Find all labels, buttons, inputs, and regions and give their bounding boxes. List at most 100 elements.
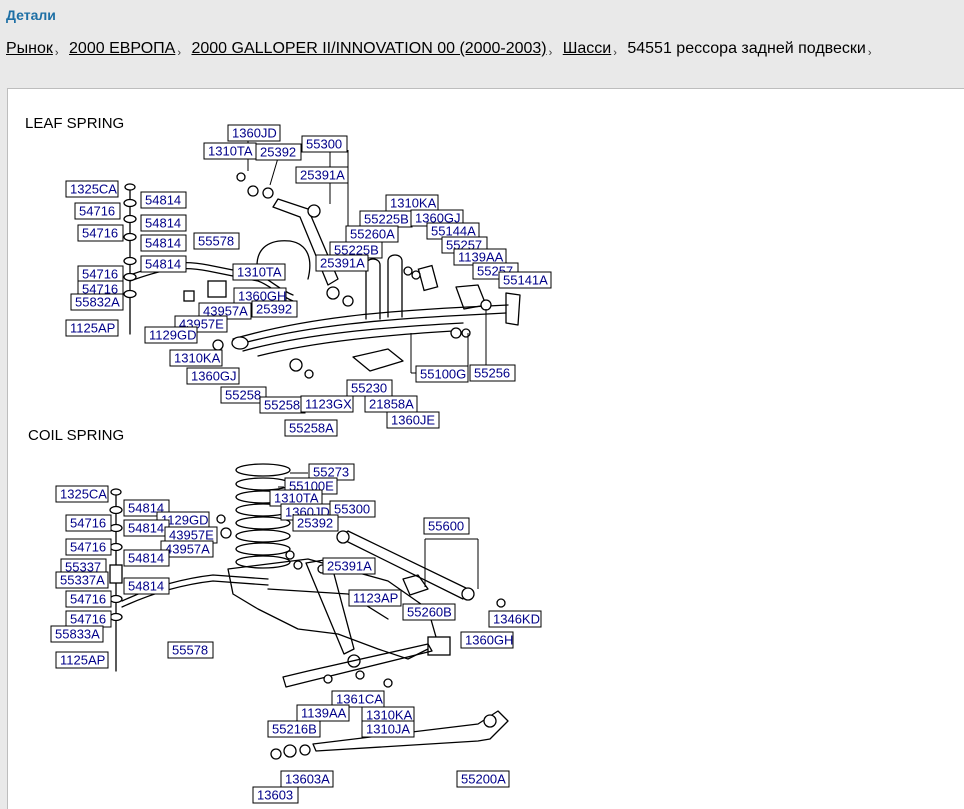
part-callout-1310ta[interactable]: 1310TA <box>232 263 286 281</box>
part-callout-55273[interactable]: 55273 <box>308 463 355 481</box>
part-callout-1310ja[interactable]: 1310JA <box>361 720 415 738</box>
part-callout-55141a[interactable]: 55141A <box>498 271 552 289</box>
part-callout-54814[interactable]: 54814 <box>123 519 170 537</box>
part-callout-box <box>123 577 170 595</box>
part-callout-54814[interactable]: 54814 <box>140 214 187 232</box>
part-callout-55258[interactable]: 55258 <box>259 396 306 414</box>
part-callout-box <box>227 124 281 142</box>
part-callout-43957a[interactable]: 43957A <box>160 540 214 558</box>
part-callout-1360jd[interactable]: 1360JD <box>227 124 281 142</box>
part-callout-box <box>329 500 376 518</box>
part-callout-box <box>456 770 510 788</box>
part-callout-code: 55578 <box>172 643 208 658</box>
part-callout-1139aa[interactable]: 1139AA <box>296 704 350 722</box>
part-callout-code: 1360GJ <box>191 369 237 384</box>
part-callout-55833a[interactable]: 55833A <box>50 625 104 643</box>
breadcrumb: Рынок› 2000 ЕВРОПА› 2000 GALLOPER II/INN… <box>6 40 877 59</box>
part-callout-1310ta[interactable]: 1310TA <box>269 489 323 507</box>
part-callout-55600[interactable]: 55600 <box>423 517 470 535</box>
part-callout-1360je[interactable]: 1360JE <box>386 411 440 429</box>
part-callout-54814[interactable]: 54814 <box>123 549 170 567</box>
breadcrumb-separator: › <box>867 47 872 59</box>
part-callout-25392[interactable]: 25392 <box>292 514 339 532</box>
part-callout-54716[interactable]: 54716 <box>65 538 112 556</box>
part-callout-54814[interactable]: 54814 <box>123 577 170 595</box>
part-callout-code: 55833A <box>55 627 100 642</box>
part-callout-54716[interactable]: 54716 <box>74 202 121 220</box>
part-callout-1310ka[interactable]: 1310KA <box>361 706 415 724</box>
part-callout-1129gd[interactable]: 1129GD <box>144 326 198 344</box>
part-callout-code: 1123AP <box>353 591 398 606</box>
part-callout-box <box>280 770 334 788</box>
part-callout-55300[interactable]: 55300 <box>329 500 376 518</box>
part-callout-code: 54814 <box>145 193 181 208</box>
part-callout-55337a[interactable]: 55337A <box>55 571 109 589</box>
part-callout-55216b[interactable]: 55216B <box>267 720 321 738</box>
part-callout-box <box>252 786 299 804</box>
part-callout-55337[interactable]: 55337 <box>60 558 107 576</box>
breadcrumb-current: 54551 рессора задней подвески <box>627 40 866 57</box>
part-callout-25392[interactable]: 25392 <box>251 300 298 318</box>
part-callout-55260a[interactable]: 55260A <box>345 225 399 243</box>
part-callout-55258[interactable]: 55258 <box>220 386 267 404</box>
part-callout-1123ap[interactable]: 1123AP <box>348 589 402 607</box>
part-callout-25391a[interactable]: 25391A <box>315 254 369 272</box>
part-callout-code: 54716 <box>70 540 106 555</box>
part-callout-box <box>65 319 119 337</box>
part-callout-21858a[interactable]: 21858A <box>364 395 418 413</box>
part-callout-13603a[interactable]: 13603A <box>280 770 334 788</box>
part-callout-1125ap[interactable]: 1125AP <box>55 651 109 669</box>
part-callout-1125ap[interactable]: 1125AP <box>65 319 119 337</box>
part-callout-54716[interactable]: 54716 <box>77 265 124 283</box>
part-callout-1346kd[interactable]: 1346KD <box>488 610 542 628</box>
part-callout-54716[interactable]: 54716 <box>77 280 124 298</box>
part-callout-54716[interactable]: 54716 <box>65 514 112 532</box>
part-callout-55260b[interactable]: 55260B <box>402 603 456 621</box>
part-callout-55578[interactable]: 55578 <box>167 641 214 659</box>
part-callout-1360gj[interactable]: 1360GJ <box>410 209 464 227</box>
part-callout-1360gh[interactable]: 1360GH <box>233 287 287 305</box>
part-callout-1310ta[interactable]: 1310TA <box>203 142 257 160</box>
part-callout-1325ca[interactable]: 1325CA <box>55 485 109 503</box>
part-callout-55144a[interactable]: 55144A <box>426 222 480 240</box>
part-callout-54814[interactable]: 54814 <box>140 191 187 209</box>
part-callout-55256[interactable]: 55256 <box>469 364 516 382</box>
part-callout-55225b[interactable]: 55225B <box>359 210 413 228</box>
part-callout-54716[interactable]: 54716 <box>65 590 112 608</box>
part-callout-55200a[interactable]: 55200A <box>456 770 510 788</box>
part-callout-55258a[interactable]: 55258A <box>284 419 338 437</box>
part-callout-code: 1129GD <box>149 328 196 343</box>
part-callout-25391a[interactable]: 25391A <box>295 166 349 184</box>
part-callout-54716[interactable]: 54716 <box>77 224 124 242</box>
part-callout-54716[interactable]: 54716 <box>65 610 112 628</box>
part-callout-box <box>74 202 121 220</box>
part-callout-code: 1325CA <box>60 487 107 502</box>
part-callout-55832a[interactable]: 55832A <box>70 293 124 311</box>
section-title-leaf-spring: LEAF SPRING <box>25 115 124 132</box>
part-callout-43957a[interactable]: 43957A <box>198 302 252 320</box>
part-callout-43957e[interactable]: 43957E <box>164 526 218 544</box>
part-callout-25392[interactable]: 25392 <box>255 143 302 161</box>
part-callout-1139aa[interactable]: 1139AA <box>453 248 507 266</box>
part-callout-1360gj[interactable]: 1360GJ <box>186 367 240 385</box>
part-callout-13603[interactable]: 13603 <box>252 786 299 804</box>
breadcrumb-link-region[interactable]: 2000 ЕВРОПА <box>69 40 176 57</box>
part-callout-1123gx[interactable]: 1123GX <box>300 395 354 413</box>
part-callout-box <box>55 485 109 503</box>
part-callout-54814[interactable]: 54814 <box>140 255 187 273</box>
part-callout-25391a[interactable]: 25391A <box>322 557 376 575</box>
part-callout-1325ca[interactable]: 1325CA <box>65 180 119 198</box>
breadcrumb-link-chassis[interactable]: Шасси <box>562 40 612 57</box>
part-callout-55230[interactable]: 55230 <box>346 379 393 397</box>
part-callout-54814[interactable]: 54814 <box>140 234 187 252</box>
part-callout-55300[interactable]: 55300 <box>301 135 348 153</box>
part-callout-1310ka[interactable]: 1310KA <box>385 194 439 212</box>
part-callout-1310ka[interactable]: 1310KA <box>169 349 223 367</box>
part-callout-code: 1139AA <box>458 250 504 265</box>
part-callout-1361ca[interactable]: 1361CA <box>331 690 385 708</box>
breadcrumb-link-model[interactable]: 2000 GALLOPER II/INNOVATION 00 (2000-200… <box>191 40 547 57</box>
part-callout-55578[interactable]: 55578 <box>193 232 240 250</box>
part-callout-55100g[interactable]: 55100G <box>415 365 469 383</box>
part-callout-1360gh[interactable]: 1360GH <box>460 631 514 649</box>
breadcrumb-link-market[interactable]: Рынок <box>6 40 53 57</box>
